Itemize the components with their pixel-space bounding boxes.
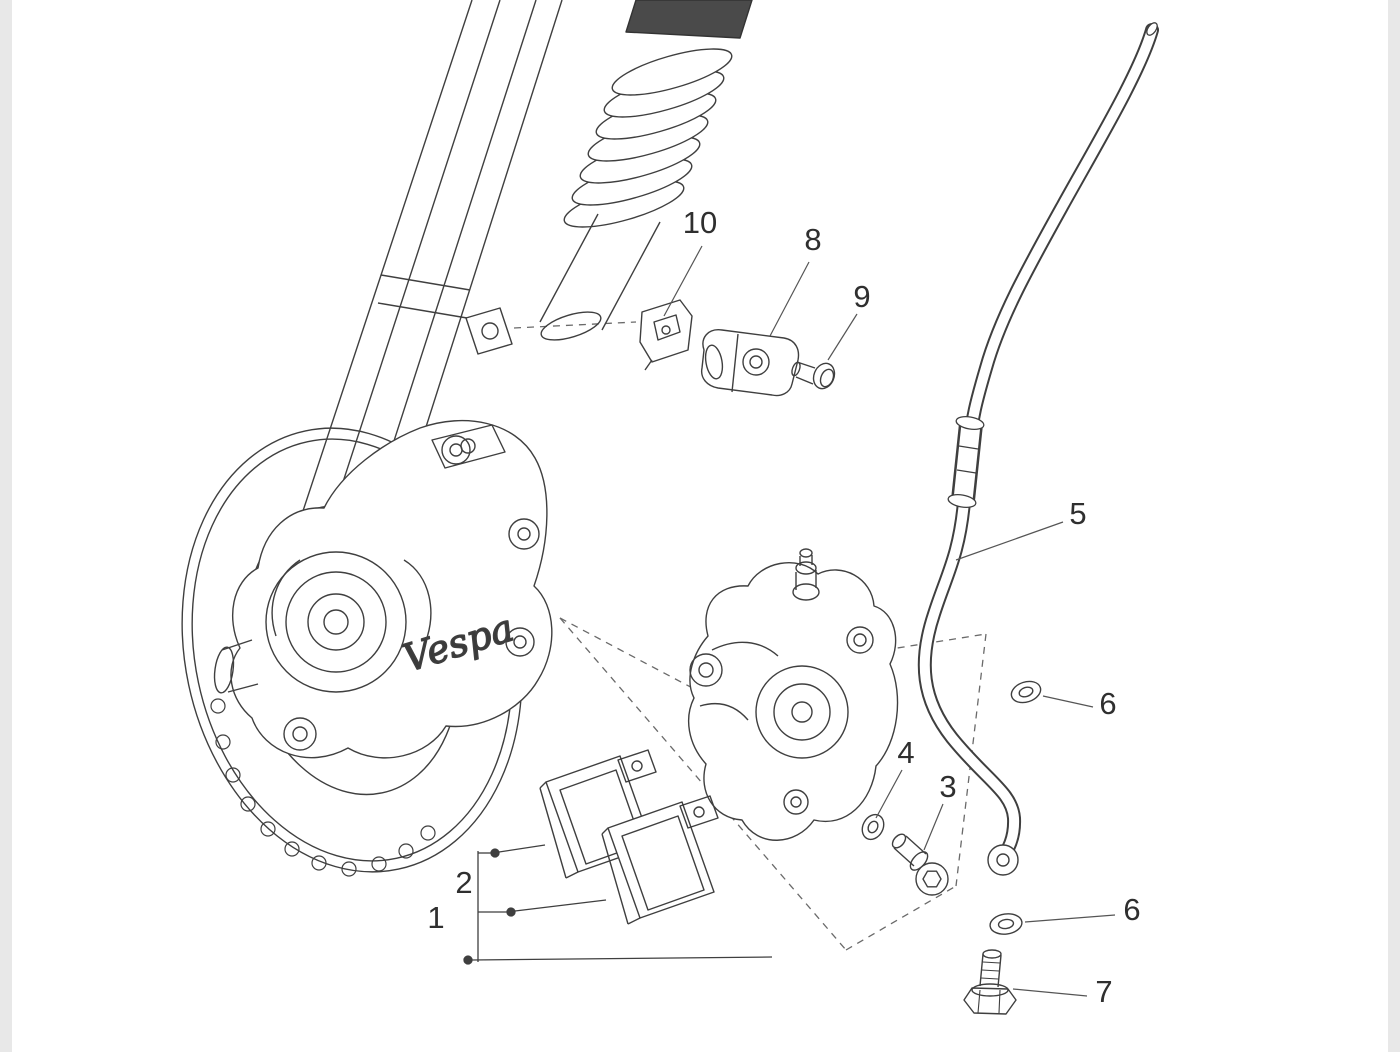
shock-tube-right — [601, 221, 661, 331]
callout-1: 1 — [427, 900, 444, 935]
caliper-left-boss — [689, 653, 723, 687]
callout-7: 7 — [1095, 974, 1112, 1009]
right-gutter — [1388, 0, 1400, 1052]
caliper-piston-bore — [755, 665, 849, 759]
callout-8: 8 — [804, 222, 821, 257]
reference-dot — [506, 907, 516, 917]
callout-bracket — [463, 844, 773, 965]
leader-3 — [923, 803, 944, 851]
hex-socket — [922, 870, 942, 888]
banjo-bolt — [963, 949, 1017, 1015]
guideline-right-edge — [955, 633, 987, 887]
caliper-bolt — [891, 833, 949, 896]
hub-lower-ear — [283, 717, 317, 751]
bleed-nipple-cap — [799, 548, 813, 558]
callout-6-upper: 6 — [1099, 686, 1116, 721]
callout-10: 10 — [683, 205, 717, 240]
callout-3: 3 — [939, 769, 956, 804]
pad-tab — [617, 749, 657, 783]
leader-10 — [663, 245, 703, 317]
callout-5: 5 — [1069, 496, 1086, 531]
caliper-washer — [861, 813, 885, 841]
leader-5 — [955, 521, 1064, 561]
callout-labels: 10 8 9 5 6 4 3 6 7 2 1 — [427, 205, 1140, 1009]
hose-open-end — [1146, 22, 1158, 36]
suspension-spring — [539, 0, 753, 341]
guideline-bottom-edge — [845, 885, 957, 951]
callout-2: 2 — [455, 865, 472, 900]
hose-sleeve — [947, 415, 985, 509]
caliper-mount-ear — [846, 626, 874, 654]
small-parts — [639, 299, 1042, 1015]
guideline-clip — [513, 321, 637, 329]
hub-outline — [230, 419, 553, 759]
reference-dot — [463, 955, 473, 965]
reference-dot — [490, 848, 500, 858]
brake-caliper — [687, 548, 899, 841]
leader-6-upper — [1042, 695, 1094, 708]
brake-pads — [539, 749, 719, 925]
callout-6-lower: 6 — [1123, 892, 1140, 927]
leader-lines — [663, 245, 1116, 997]
banjo-bolt-head — [963, 987, 1017, 1015]
brake-pad-lower — [601, 795, 719, 925]
leader-9 — [827, 313, 858, 361]
shock-top-cap — [625, 0, 753, 39]
seal-washer-upper — [1010, 680, 1042, 704]
pad-tab — [679, 795, 719, 829]
hub-boss — [441, 435, 471, 465]
seal-washer-lower — [989, 913, 1023, 935]
hub-boss — [508, 518, 540, 550]
fork-clamp-band — [380, 274, 471, 291]
hub-boss — [505, 627, 535, 657]
leader-4 — [875, 769, 903, 819]
guideline-pads — [559, 617, 847, 951]
disc-vent-holes — [210, 698, 436, 877]
hub-bracket-top — [431, 424, 506, 469]
hose-bracket — [700, 329, 800, 397]
banjo-fitting — [987, 844, 1019, 876]
left-gutter — [0, 0, 12, 1052]
callout-4: 4 — [897, 735, 914, 770]
bleed-nipple-base — [792, 583, 820, 601]
caliper-mount-ear — [783, 789, 809, 815]
pad-retainer-clip — [639, 299, 693, 371]
guideline-hub-caliper — [559, 617, 701, 693]
caliper-body — [687, 561, 899, 841]
fork-clamp-band — [377, 302, 468, 319]
shock-tube-left — [539, 213, 599, 323]
leader-6-lower — [1024, 914, 1116, 923]
bracket-screw — [791, 361, 836, 390]
wheel-hub: Vespa — [213, 419, 553, 759]
brake-hose — [917, 22, 1159, 876]
leader-8 — [769, 261, 810, 337]
axle-stub — [221, 639, 259, 693]
fork-clip-ear — [465, 307, 513, 355]
callout-9: 9 — [853, 279, 870, 314]
shock-tube-end — [540, 311, 602, 341]
leader-7 — [1012, 988, 1088, 997]
fork-ear-hole — [481, 322, 499, 340]
